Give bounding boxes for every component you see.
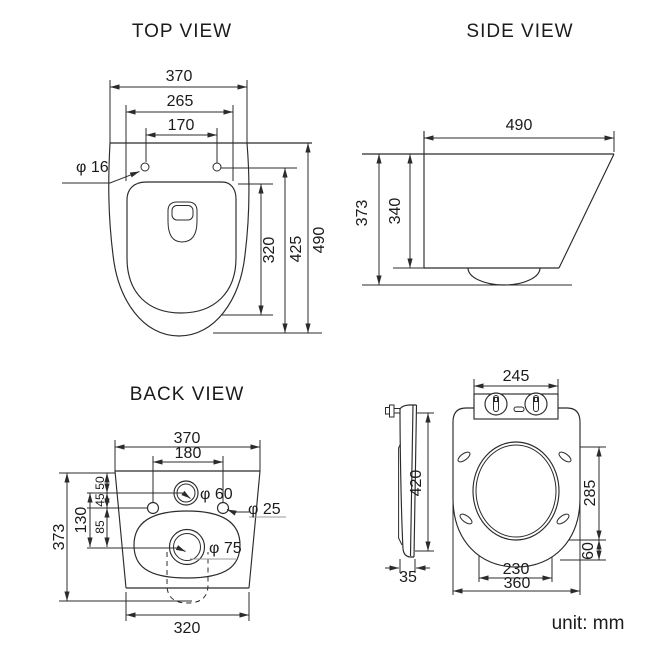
seat-bumper-strip [398, 443, 403, 546]
top-view-dimension-lines [109, 80, 322, 334]
dim-seat-width-label: 360 [504, 575, 531, 592]
hinge-center-slot [513, 406, 525, 412]
profile-trap-bump [467, 267, 541, 286]
seat-view: 245 420 35 285 60 230 360 [385, 368, 606, 595]
dim-back-height-label: 373 [51, 524, 68, 551]
bowl-outer-outline [108, 142, 250, 337]
side-view-title: SIDE VIEW [466, 21, 573, 42]
waste-outlet-outer [168, 528, 206, 566]
hidden-trapway-outline [166, 552, 209, 604]
hinge-right [524, 392, 548, 416]
seat-fixing-hole-right [212, 162, 222, 172]
seat-outline [452, 407, 581, 568]
bolt-hole-left [146, 501, 160, 515]
dim-inlet-dia-label: φ 60 [200, 486, 233, 503]
seat-bumpers [457, 451, 572, 525]
top-view: TOP VIEW [62, 21, 328, 337]
dim-inner-width-label: 230 [503, 561, 530, 578]
waste-outlet-inner [173, 533, 201, 561]
dim-overall-width-label: 370 [166, 68, 193, 85]
back-view-leaders [87, 490, 286, 560]
unit-label: unit: mm [552, 613, 625, 634]
dim-overall-depth-label: 490 [311, 227, 328, 254]
hinge-pin-slot-right [533, 395, 539, 412]
seat-fixing-hole-left [140, 162, 150, 172]
seat-opening-outer [472, 441, 560, 541]
hinge-pin-right [534, 397, 538, 402]
back-view-title: BACK VIEW [130, 384, 245, 405]
hinge-pin-slot-left [493, 395, 499, 412]
dim-depth-label: 490 [506, 117, 533, 134]
dim-outlet-dia-label: φ 75 [209, 540, 242, 557]
back-view: BACK VIEW [51, 384, 286, 637]
dim-seat-length-label: 420 [408, 470, 425, 497]
dim-top-width-label: 370 [174, 430, 201, 447]
toilet-back-outline [114, 470, 261, 589]
dim-hole-dia-label: φ 16 [76, 159, 109, 176]
dim-bolt-spacing-label: 180 [175, 445, 202, 462]
hinge-pin-cap [385, 407, 390, 415]
profile-front-slant [558, 153, 615, 269]
seat-side-profile [385, 404, 418, 558]
top-view-title: TOP VIEW [132, 21, 232, 42]
side-view: SIDE VIEW 490 373 340 [354, 21, 615, 286]
hole-dia-leader [62, 171, 140, 184]
dim-front-edge-label: 60 [580, 542, 597, 560]
dim-top-to-inlet-label: 50 [93, 476, 107, 490]
dim-holes-to-front-label: 425 [288, 236, 305, 263]
hinge-pin-left [494, 397, 498, 402]
back-view-dimension-lines [59, 440, 261, 621]
dim-body-height-label: 340 [387, 198, 404, 225]
dim-seat-thickness-label: 35 [399, 569, 417, 586]
dim-hinge-width-label: 245 [503, 368, 530, 385]
dim-inlet-to-bolts-label: 45 [93, 493, 107, 507]
bolt-hole-right [216, 501, 230, 515]
dim-bolt-hole-dia-label: φ 25 [248, 501, 281, 518]
seat-opening-inner [475, 444, 557, 538]
dim-bottom-width-label: 320 [174, 620, 201, 637]
hinge-left [484, 392, 508, 416]
flush-opening-outer [167, 201, 198, 243]
side-view-dimension-lines [362, 131, 615, 286]
dim-rim-width-label: 265 [167, 93, 194, 110]
dim-opening-length-label: 285 [582, 480, 599, 507]
dim-hole-spacing-label: 170 [168, 117, 195, 134]
bowl-rim-outline [126, 181, 237, 314]
dim-opening-depth-label: 320 [261, 237, 278, 264]
dim-inlet-to-outlet-label: 130 [73, 507, 90, 534]
bowl-back-outline [133, 510, 241, 579]
dim-bolts-to-outlet-label: 85 [93, 520, 107, 534]
toilet-side-profile [362, 131, 615, 286]
flush-opening-inner [171, 205, 194, 221]
dim-total-height-label: 373 [354, 200, 371, 227]
hinge-pin-flange [389, 404, 395, 418]
